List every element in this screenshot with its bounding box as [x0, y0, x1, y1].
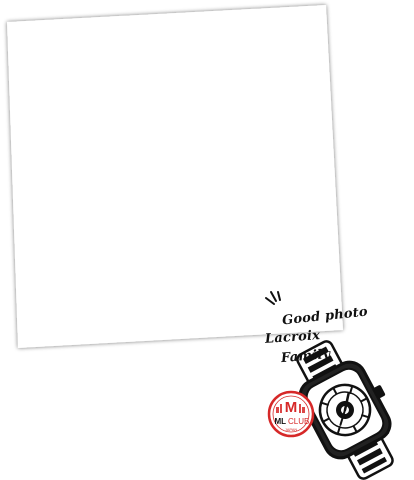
sparkle-marks-top [265, 291, 281, 305]
skyline-graphic [276, 404, 305, 413]
badge-club-secondary: CLUB [288, 417, 309, 426]
skeleton-watch-icon [296, 340, 394, 480]
badge-club-primary: ML [274, 417, 286, 426]
badge-logo-letter: M [285, 399, 298, 416]
photo-frame [7, 5, 343, 348]
ml-club-badge: M ML CLUB JAPAN [267, 390, 315, 438]
badge-country: JAPAN [285, 427, 298, 432]
